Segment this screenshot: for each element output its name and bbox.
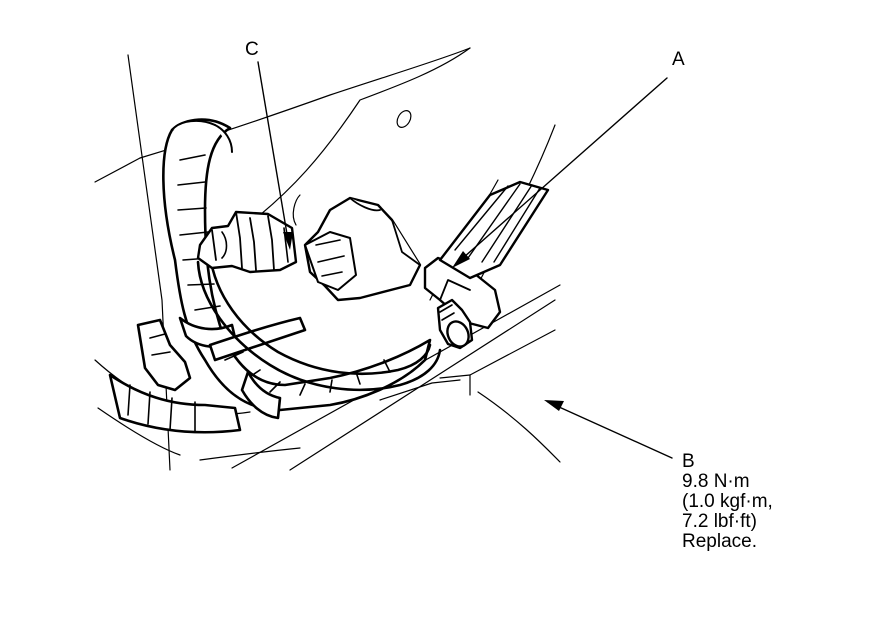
arrowheads — [283, 232, 564, 411]
leader-lines — [257, 61, 673, 459]
wiring-harness — [108, 118, 432, 434]
mounting-bolt — [436, 298, 474, 350]
torque-spec-kgf: (1.0 kgf·m, — [682, 491, 773, 512]
torque-spec-nm: 9.8 N·m — [682, 471, 750, 492]
callout-b-letter: B — [682, 451, 695, 472]
callout-c-label: C — [245, 39, 259, 60]
replace-note: Replace. — [682, 531, 757, 552]
arrowhead-c — [283, 232, 293, 250]
arrowhead-b — [544, 400, 564, 411]
harness-connector — [196, 210, 298, 274]
arrowhead-a — [452, 251, 470, 268]
callout-b-block: B 9.8 N·m (1.0 kgf·m, 7.2 lbf·ft) Replac… — [682, 452, 773, 552]
callout-a-label: A — [672, 49, 685, 70]
sensor-cable — [196, 253, 442, 392]
side-impact-sensor — [303, 196, 422, 302]
torque-spec-lbf: 7.2 lbf·ft) — [682, 511, 757, 532]
